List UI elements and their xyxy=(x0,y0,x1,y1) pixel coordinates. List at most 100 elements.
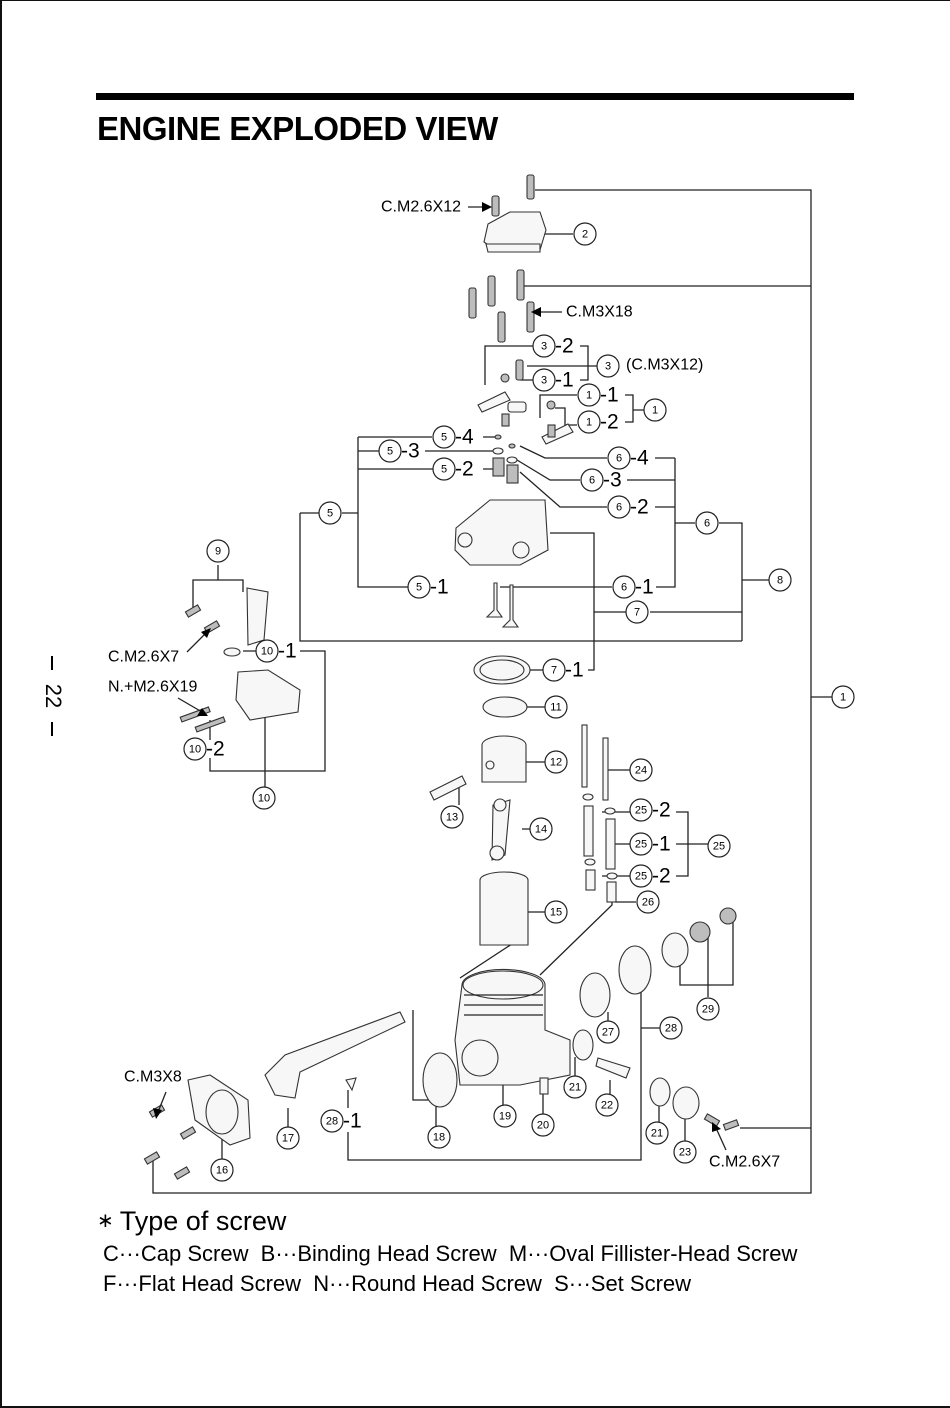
callout-number: 6 xyxy=(616,502,622,514)
callout-suffix: -1 xyxy=(565,659,584,682)
callout-12: 12 xyxy=(544,750,568,774)
screw-icon xyxy=(143,1151,161,1165)
callout-circle xyxy=(378,439,402,463)
cam-bearing-icon xyxy=(572,1029,594,1061)
leader-1-bracket xyxy=(539,394,644,426)
callout-number: 1 xyxy=(652,405,658,417)
carburetor-icon xyxy=(235,669,301,721)
callout-1-1: 1-1 xyxy=(577,383,619,407)
callout-25: 25 xyxy=(707,834,731,858)
lock-nut-icon xyxy=(719,907,737,925)
callout-number: 16 xyxy=(216,1165,228,1177)
callout-number: 10 xyxy=(189,744,201,756)
valve-icon xyxy=(485,582,504,618)
callout-suffix: -2 xyxy=(555,335,574,358)
callout-suffix: -2 xyxy=(600,411,619,434)
callout-5-3: 5-3 xyxy=(378,439,420,463)
callout-11: 11 xyxy=(544,695,568,719)
callout-10-2: 10-2 xyxy=(183,737,225,761)
o-ring-icon xyxy=(606,872,618,880)
rear-bearing-icon xyxy=(422,1052,458,1108)
rocker-arm-icon xyxy=(541,423,574,445)
callout-suffix: -3 xyxy=(401,440,420,463)
screw-icon xyxy=(515,359,524,381)
screw-icon xyxy=(184,604,202,618)
callout-circle xyxy=(252,786,276,810)
callout-suffix: -4 xyxy=(630,447,649,470)
callout-circle xyxy=(544,695,568,719)
callout-number: 5 xyxy=(441,432,447,444)
callout-circle xyxy=(645,1121,669,1145)
callout-1-2: 1 -2 xyxy=(577,410,619,434)
spring-icon xyxy=(492,457,505,477)
callout-number: 25 xyxy=(635,805,647,817)
callout-number: 1 xyxy=(840,692,846,704)
callout-1b: 1 xyxy=(831,685,855,709)
callout-circle xyxy=(276,1126,300,1150)
callout-6-2: 6-2 xyxy=(607,495,649,519)
callout-circle xyxy=(643,398,667,422)
callout-number: 19 xyxy=(499,1111,511,1123)
crankshaft-icon xyxy=(264,1011,406,1099)
callout-2: 2 xyxy=(573,222,597,246)
callout-26: 26 xyxy=(636,890,660,914)
callout-number: 17 xyxy=(282,1133,294,1145)
callout-circle xyxy=(625,600,649,624)
callout-number: 26 xyxy=(642,897,654,909)
woodruff-key-icon xyxy=(345,1077,357,1092)
callout-number: 14 xyxy=(535,824,547,836)
callout-number: 13 xyxy=(446,812,458,824)
front-bearing-icon xyxy=(579,972,611,1018)
push-rod-tube-icon xyxy=(583,805,594,857)
callout-circle xyxy=(432,425,456,449)
engine-parts xyxy=(143,174,740,1180)
callout-19: 19 xyxy=(493,1104,517,1128)
callout-number: 25 xyxy=(635,871,647,883)
arrow-line xyxy=(177,697,203,713)
callout-circle xyxy=(659,1016,683,1040)
screw-type-legend: ∗Type of screw C···Cap Screw B···Binding… xyxy=(97,1206,797,1299)
callout-number: 1 xyxy=(586,417,592,429)
glow-plug-icon xyxy=(539,1077,549,1095)
callout-6-4: 6 -4 xyxy=(607,446,649,470)
arrow-head-icon xyxy=(197,708,208,716)
callout-6-3: 6-3 xyxy=(580,468,622,492)
callout-circle xyxy=(629,864,653,888)
callout-10-1: 10-1 xyxy=(255,639,297,663)
adjuster-icon xyxy=(547,424,556,438)
keeper-icon xyxy=(508,443,516,449)
callout-suffix: -1 xyxy=(430,576,449,599)
callout-circle xyxy=(532,334,556,358)
callout-circle xyxy=(544,750,568,774)
callout-suffix: -1 xyxy=(555,369,574,392)
callout-number: 10 xyxy=(258,793,270,805)
callout-circle xyxy=(563,1075,587,1099)
callout-suffix: -2 xyxy=(652,865,671,888)
callout-suffix: -1 xyxy=(343,1110,362,1133)
callout-28: 28 xyxy=(659,1016,683,1040)
callout-circle xyxy=(707,834,731,858)
port-icon xyxy=(512,541,530,559)
cam-cover-icon xyxy=(672,1086,700,1120)
gasket-inner-icon xyxy=(479,659,525,681)
rocker-cover-base-icon xyxy=(485,243,541,253)
crankcase-bore-icon xyxy=(461,1039,499,1077)
callout-6: 6 xyxy=(695,511,719,535)
callout-22: 22 xyxy=(595,1093,619,1117)
arrow-head-icon xyxy=(531,307,541,317)
screw-spec-label: (C.M3X12) xyxy=(626,357,703,374)
asterisk-icon: ∗ xyxy=(97,1210,114,1232)
callout-number: 25 xyxy=(635,839,647,851)
piston-icon xyxy=(481,735,527,783)
callout-25-1: 25-1 xyxy=(629,832,671,856)
callout-number: 12 xyxy=(550,757,562,769)
callout-circle xyxy=(427,1125,451,1149)
screw-spec-label: C.M2.6X7 xyxy=(709,1154,780,1171)
page-title: ENGINE EXPLODED VIEW xyxy=(97,110,498,147)
cylinder-sleeve-icon xyxy=(479,871,529,946)
nut-icon xyxy=(546,400,556,410)
callout-14: 14 xyxy=(529,817,553,841)
callout-number: 6 xyxy=(616,453,622,465)
